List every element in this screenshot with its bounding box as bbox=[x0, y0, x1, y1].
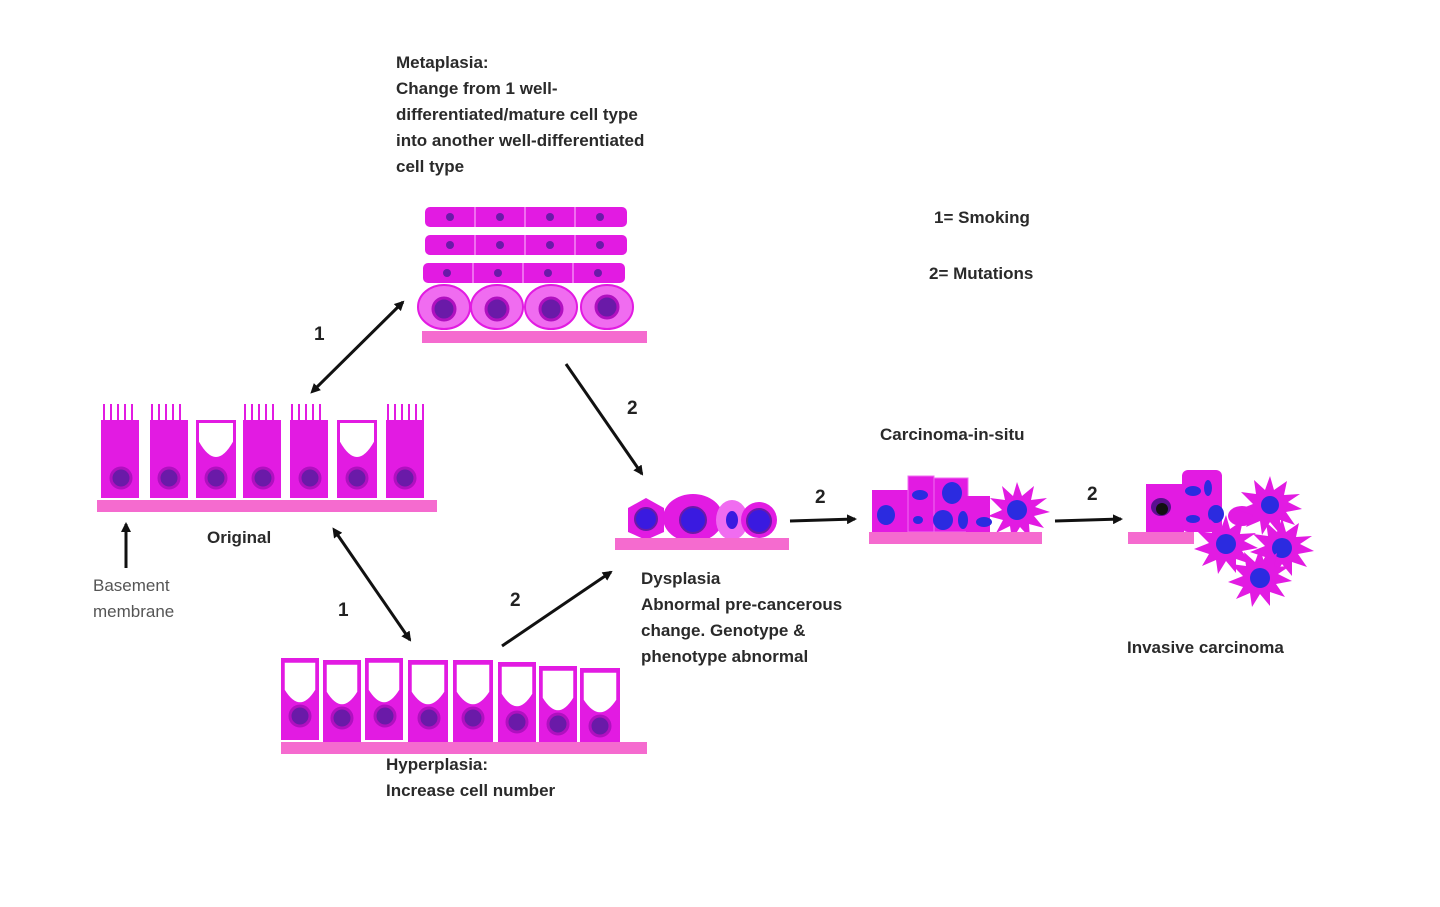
legend-smoking: 1= Smoking bbox=[934, 208, 1030, 227]
invasive-membrane bbox=[1128, 532, 1194, 544]
dysplasia-line-3: change. Genotype & bbox=[641, 621, 806, 640]
cis-membrane bbox=[869, 532, 1042, 544]
original-label: Original bbox=[207, 528, 272, 547]
original-membrane bbox=[97, 500, 437, 512]
hyperplasia-nuclei bbox=[288, 704, 612, 738]
hyperplasia-line-1: Hyperplasia: bbox=[386, 755, 489, 774]
squamous-row-2 bbox=[425, 235, 627, 255]
cilia bbox=[103, 404, 424, 420]
invasive-tissue bbox=[1128, 470, 1314, 607]
dysplasia-line-2: Abnormal pre-cancerous bbox=[641, 595, 843, 614]
metaplasia-tissue bbox=[417, 207, 647, 343]
invasive-carcinoma-label: Invasive carcinoma bbox=[1127, 638, 1284, 657]
original-tissue bbox=[97, 404, 437, 512]
basement-membrane-label: Basement membrane bbox=[93, 573, 174, 625]
cis-tissue bbox=[869, 475, 1050, 544]
metaplasia-line-5: cell type bbox=[396, 157, 465, 176]
dysplasia-tissue bbox=[615, 494, 789, 550]
arrow-metaplasia-dysplasia bbox=[564, 363, 644, 476]
arrow-cis-invasive bbox=[1054, 514, 1123, 525]
arrow-dysplasia-cis bbox=[789, 514, 857, 525]
carcinoma-in-situ-label: Carcinoma-in-situ bbox=[880, 425, 1025, 444]
dysplasia-line-4: phenotype abnormal bbox=[641, 647, 809, 666]
squamous-row-3 bbox=[423, 263, 625, 283]
arrow-label-hyper-dys: 2 bbox=[510, 590, 521, 611]
arrow-label-orig-meta: 1 bbox=[314, 324, 325, 345]
arrow-label-orig-hyper: 1 bbox=[338, 600, 349, 621]
arrow-label-meta-dys: 2 bbox=[627, 398, 638, 419]
dysplasia-line-1: Dysplasia bbox=[641, 569, 721, 588]
metaplasia-label: Metaplasia: Change from 1 well- differen… bbox=[396, 50, 644, 180]
metaplasia-membrane bbox=[422, 331, 647, 343]
arrow-label-dys-cis: 2 bbox=[815, 487, 826, 508]
metaplasia-line-1: Metaplasia: bbox=[396, 53, 489, 72]
legend-mutations: 2= Mutations bbox=[929, 264, 1034, 283]
hyperplasia-membrane bbox=[281, 742, 647, 754]
basal-cells bbox=[417, 284, 634, 330]
metaplasia-line-3: differentiated/mature cell type bbox=[396, 105, 638, 124]
hyperplasia-line-2: Increase cell number bbox=[386, 781, 556, 800]
basement-line-2: membrane bbox=[93, 602, 175, 621]
squamous-row-1 bbox=[425, 207, 627, 227]
metaplasia-line-4: into another well-differentiated bbox=[396, 131, 645, 150]
arrow-original-hyperplasia bbox=[332, 527, 412, 642]
dysplasia-membrane bbox=[615, 538, 789, 550]
basement-line-1: Basement bbox=[93, 576, 170, 595]
arrows bbox=[121, 300, 1123, 648]
metaplasia-line-2: Change from 1 well- bbox=[396, 79, 558, 98]
dysplasia-label: Dysplasia Abnormal pre-cancerous change.… bbox=[641, 566, 842, 670]
arrow-hyperplasia-dysplasia bbox=[501, 570, 613, 648]
arrow-label-cis-inv: 2 bbox=[1087, 484, 1098, 505]
hyperplasia-label: Hyperplasia: Increase cell number bbox=[386, 752, 555, 804]
original-nuclei bbox=[109, 466, 417, 490]
hyperplasia-cells bbox=[281, 658, 620, 746]
hyperplasia-tissue bbox=[281, 658, 647, 754]
arrow-original-metaplasia bbox=[310, 300, 405, 394]
